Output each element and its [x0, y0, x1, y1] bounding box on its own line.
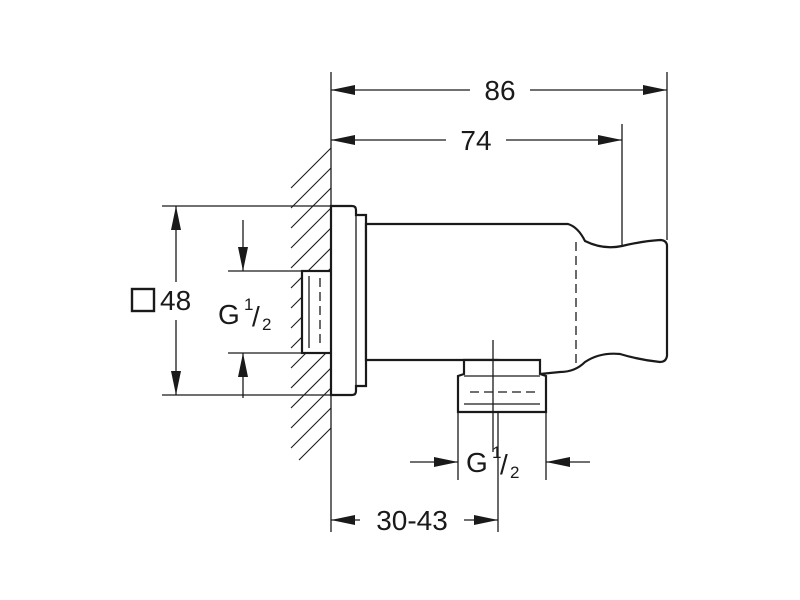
wall-plate — [329, 204, 368, 397]
dimension-48: 48 — [130, 206, 191, 395]
outlet-connector — [456, 358, 548, 414]
inlet-thread — [300, 269, 334, 355]
outlet-thread-den: 2 — [510, 463, 519, 482]
holder-body — [364, 222, 669, 376]
extension-lines — [162, 72, 668, 532]
dimension-30-43: 30-43 — [331, 505, 498, 536]
square-icon — [130, 287, 156, 313]
wall-thread-sep: / — [252, 301, 260, 332]
dimension-48-label: 48 — [160, 285, 191, 316]
outlet-thread-main: G — [466, 447, 488, 478]
wall-thread-num: 1 — [244, 295, 253, 314]
wall-thread-den: 2 — [262, 315, 271, 334]
dimension-74-label: 74 — [460, 125, 491, 156]
outlet-thread-num: 1 — [492, 443, 501, 462]
outlet-thread-sep: / — [500, 449, 508, 480]
dimension-74: 74 — [331, 125, 622, 156]
wall-thread-main: G — [218, 299, 240, 330]
dimension-86-label: 86 — [484, 75, 515, 106]
outlet-thread-dimension: G 1 / 2 — [410, 443, 590, 482]
dimension-86: 86 — [331, 75, 667, 106]
dimension-30-43-label: 30-43 — [376, 505, 448, 536]
wall-thread-dimension: G 1 / 2 — [218, 220, 271, 398]
